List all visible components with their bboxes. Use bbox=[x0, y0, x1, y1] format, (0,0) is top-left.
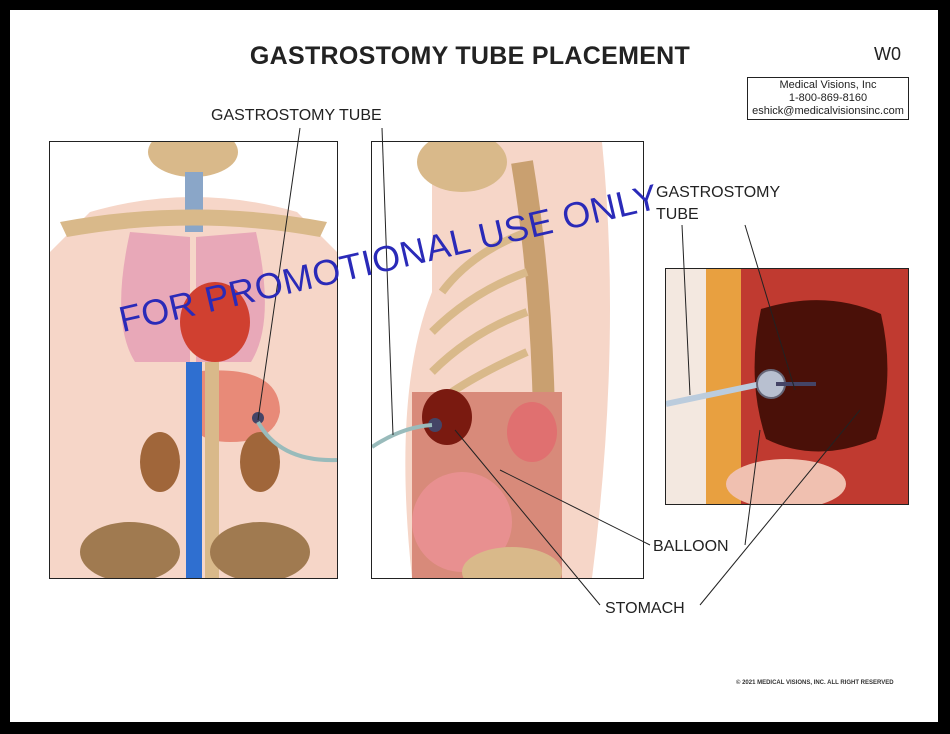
detail-illustration bbox=[665, 268, 909, 505]
label-gastrostomy-detail-1: GASTROSTOMY bbox=[656, 184, 781, 201]
label-gastrostomy-detail-2: TUBE bbox=[656, 206, 699, 223]
copyright: © 2021 MEDICAL VISIONS, INC. ALL RIGHT R… bbox=[736, 680, 894, 686]
side-view-illustration bbox=[371, 141, 644, 579]
label-balloon: BALLOON bbox=[653, 538, 729, 555]
label-gastrostomy-tube: GASTROSTOMY TUBE bbox=[211, 107, 382, 124]
figure-code: W0 bbox=[874, 44, 901, 64]
phone: 1-800-869-8160 bbox=[788, 92, 868, 104]
label-stomach: STOMACH bbox=[605, 600, 685, 617]
contact-box: Medical Visions, Inc 1-800-869-8160 eshi… bbox=[747, 77, 909, 120]
email: eshick@medicalvisionsinc.com bbox=[752, 105, 904, 117]
page-title: GASTROSTOMY TUBE PLACEMENT bbox=[249, 42, 691, 70]
company-name: Medical Visions, Inc bbox=[779, 79, 877, 91]
front-view-illustration bbox=[49, 141, 338, 579]
